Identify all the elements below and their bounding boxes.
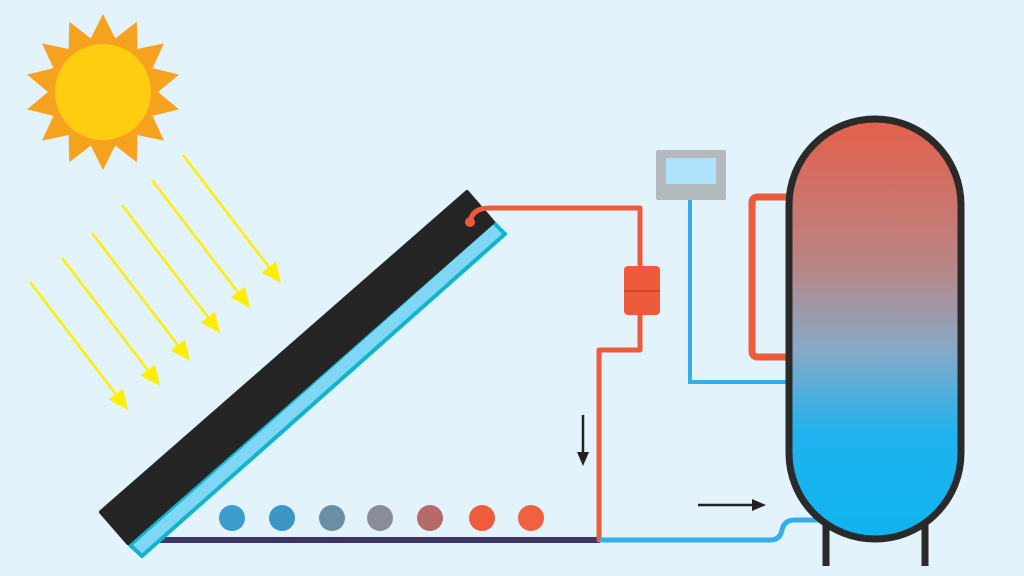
flow-dot xyxy=(417,505,443,531)
storage-tank xyxy=(785,115,965,543)
flow-dot xyxy=(319,505,345,531)
pump-valve xyxy=(624,266,660,315)
hot-water-pipe xyxy=(467,205,643,543)
sunlight-ray-arrowhead xyxy=(108,388,128,410)
sun-core xyxy=(55,44,151,140)
flow-dot xyxy=(367,505,393,531)
solar-collector-panel xyxy=(99,190,507,558)
panel-outlet xyxy=(465,217,475,227)
sunlight-ray-arrowhead xyxy=(170,339,190,361)
right-arrow-icon xyxy=(698,499,766,511)
sunlight-ray xyxy=(151,179,239,293)
sunlight-ray xyxy=(91,232,179,346)
panel-glass xyxy=(128,220,507,558)
sunlight-ray xyxy=(182,154,270,268)
cold-water-pipe xyxy=(599,517,830,543)
flow-dot xyxy=(518,505,544,531)
flow-dot xyxy=(269,505,295,531)
sunlight-ray-arrowhead xyxy=(140,364,160,386)
flow-dot xyxy=(219,505,245,531)
sunlight-ray-arrowhead xyxy=(261,261,281,283)
sunlight-ray xyxy=(29,281,117,395)
heat-exchanger-coil xyxy=(748,193,795,361)
sun-icon xyxy=(27,14,179,170)
sunlight-ray xyxy=(121,204,209,318)
sunlight-ray-arrowhead xyxy=(200,311,220,333)
sunlight-rays xyxy=(29,154,281,410)
flow-dot xyxy=(469,505,495,531)
flow-dots xyxy=(219,505,544,531)
down-arrow-icon xyxy=(577,415,589,466)
controller-screen xyxy=(666,158,716,184)
sunlight-ray xyxy=(61,257,149,371)
sunlight-ray-arrowhead xyxy=(230,286,250,308)
panel-absorber xyxy=(99,190,495,545)
temperature-controller xyxy=(656,150,726,200)
sensor-wire xyxy=(688,200,792,384)
